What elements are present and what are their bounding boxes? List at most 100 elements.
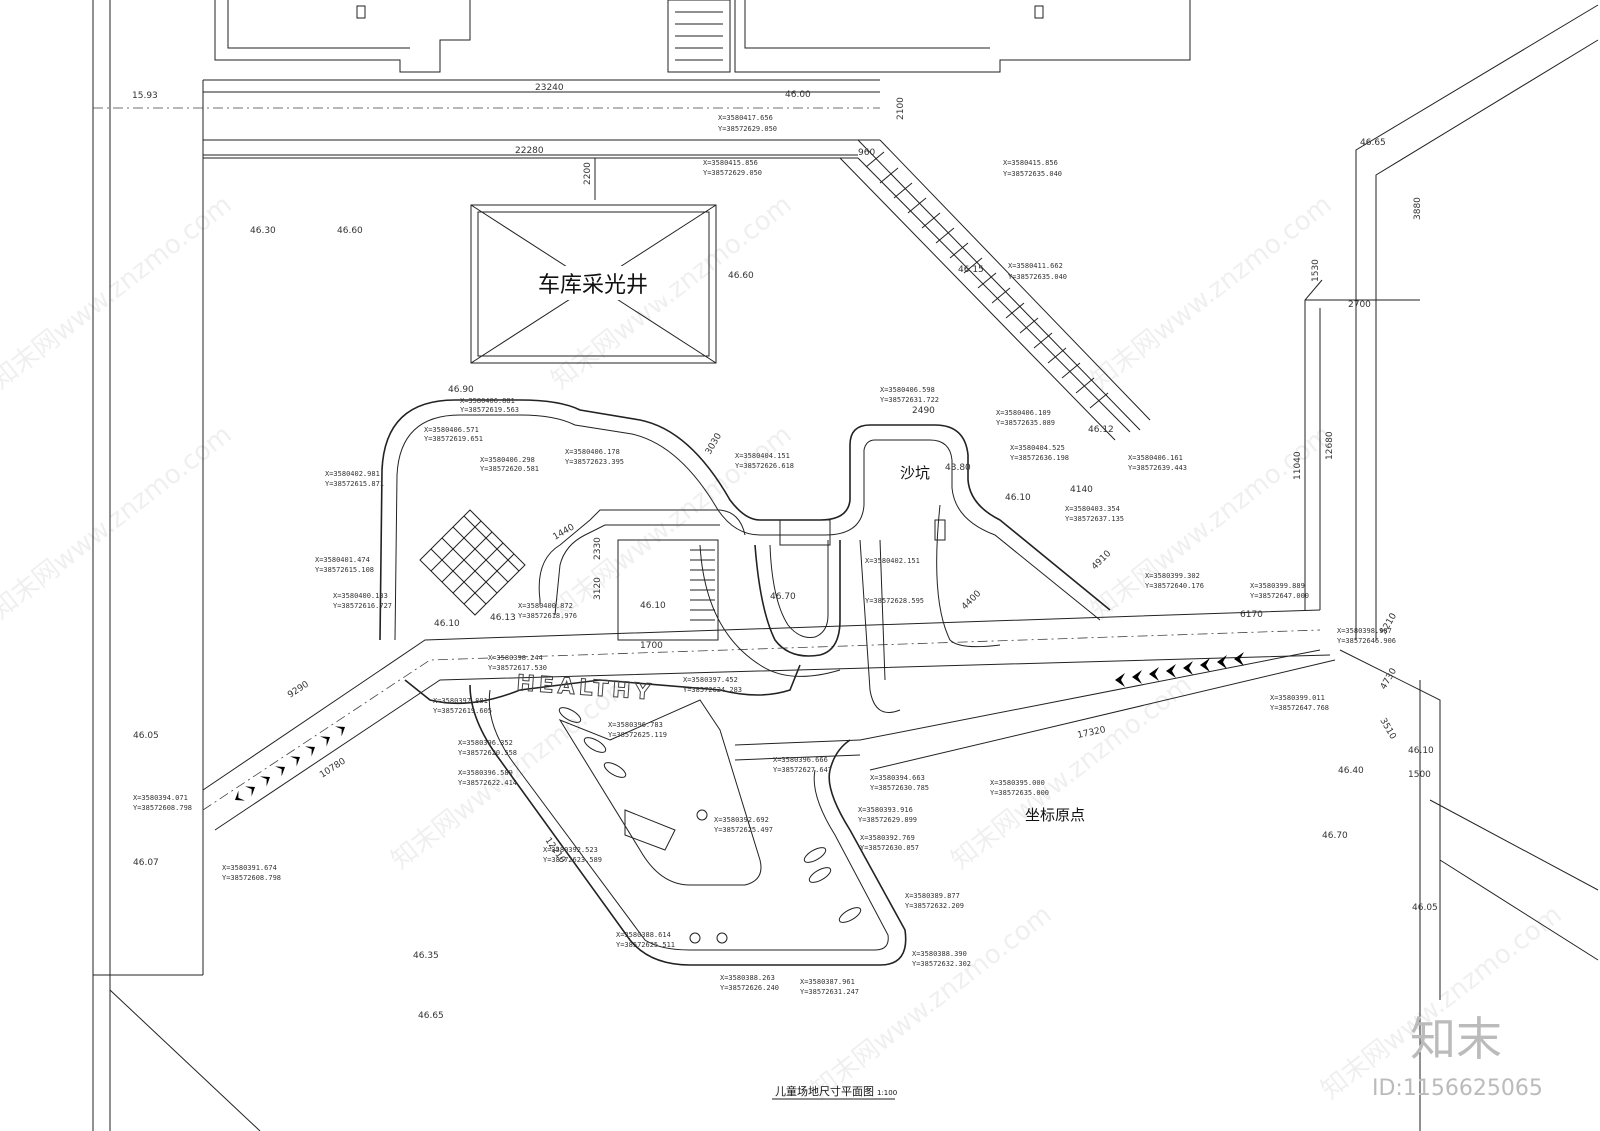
coord-5-y: Y=38572619.563 (460, 406, 519, 414)
coord-38-x: X=3580398.244 (488, 654, 543, 662)
elev-46-90: 46.90 (448, 385, 474, 395)
coord-43-x: X=3580402.151 (865, 557, 920, 565)
coord-25-x: X=3580396.352 (458, 739, 513, 747)
resource-id: ID:1156625065 (1372, 1076, 1543, 1101)
coord-30-y: Y=38572631.247 (800, 988, 859, 996)
coord-39-x: X=3580400.872 (518, 602, 573, 610)
coord-24-y: Y=38572608.798 (222, 874, 281, 882)
coord-3-y: Y=38572635.040 (1003, 170, 1062, 178)
dim-6170: 6170 (1240, 610, 1263, 620)
coord-31-y: Y=38572632.302 (912, 960, 971, 968)
coord-22-x: X=3580395.000 (990, 779, 1045, 787)
elev-46-05: 46.05 (133, 731, 159, 741)
dim-4140: 4140 (1070, 485, 1093, 495)
climbing-net (419, 509, 526, 616)
dim-1500: 1500 (1408, 770, 1431, 780)
drawing-title: 儿童场地尺寸平面图 (775, 1084, 874, 1098)
coord-4-y: Y=38572635.040 (1008, 273, 1067, 281)
coord-23-y: Y=38572608.798 (133, 804, 192, 812)
coord-14-y: Y=38572635.089 (996, 419, 1055, 427)
coord-21-y: Y=38572647.768 (1270, 704, 1329, 712)
dim-1530: 1530 (1311, 259, 1321, 282)
coord-12-y: Y=38572626.618 (735, 462, 794, 470)
coord-34-x: X=3580394.663 (870, 774, 925, 782)
coord-16-y: Y=38572636.198 (1010, 454, 1069, 462)
coord-34-y: Y=38572630.785 (870, 784, 929, 792)
elev-46-35: 46.35 (413, 951, 439, 961)
elev-46-13: 46.13 (490, 613, 516, 623)
dim-11040: 11040 (1293, 451, 1303, 480)
coord-27-x: X=3580392.523 (543, 846, 598, 854)
dim-3880: 3880 (1413, 197, 1423, 220)
coord-18-y: Y=38572640.176 (1145, 582, 1204, 590)
elev-46-07: 46.07 (133, 858, 159, 868)
coord-27-y: Y=38572623.589 (543, 856, 602, 864)
coord-13-y: Y=38572631.722 (880, 396, 939, 404)
top-dimensions: 23240 46.00 22280 2100 2200 15.93 X=3580… (132, 83, 906, 200)
coord-2-y: Y=38572629.050 (703, 169, 762, 177)
coord-6-y: Y=38572619.651 (424, 435, 483, 443)
direction-arrows-right (1115, 652, 1244, 687)
coord-28-x: X=3580388.614 (616, 931, 671, 939)
dim-4400: 4400 (960, 589, 983, 612)
coord-15-x: X=3580406.161 (1128, 454, 1183, 462)
coord-37-x: X=3580396.783 (608, 721, 663, 729)
coord-5-x: X=3580406.881 (460, 397, 515, 405)
coord-8-y: Y=38572615.871 (325, 480, 384, 488)
elev-46-60-a: 46.60 (337, 226, 363, 236)
coord-7-y: Y=38572620.581 (480, 465, 539, 473)
elev-43-80: 43.80 (945, 463, 971, 473)
elev-46-40: 46.40 (1338, 766, 1364, 776)
watermark-text: 知末网www.znzmo.com (0, 190, 238, 396)
dim-3030: 3030 (704, 431, 724, 456)
coord-29-y: Y=38572626.240 (720, 984, 779, 992)
coord-2-x: X=3580415.856 (703, 159, 758, 167)
coord-11-y: Y=38572623.395 (565, 458, 624, 466)
coord-22-y: Y=38572635.000 (990, 789, 1049, 797)
coord-31-x: X=3580388.390 (912, 950, 967, 958)
direction-arrows-left (235, 726, 345, 801)
coord-23-x: X=3580394.071 (133, 794, 188, 802)
dim-2200: 2200 (583, 162, 593, 185)
dim-4910: 4910 (1090, 549, 1113, 572)
elev-46-65: 46.65 (1360, 138, 1386, 148)
watermark-text: 知末网www.znzmo.com (946, 670, 1198, 876)
playground-outline (379, 399, 1111, 966)
coord-19-x: X=3580399.889 (1250, 582, 1305, 590)
elev-46-05-b: 46.05 (1412, 903, 1438, 913)
coord-9-y: Y=38572615.108 (315, 566, 374, 574)
garage-skylight: 车库采光井 (470, 204, 717, 364)
sandpit-label: 沙坑 (900, 464, 930, 482)
stair-block (617, 519, 831, 641)
dim-960: 960 (858, 148, 875, 158)
coord-35-y: Y=38572627.647 (773, 766, 832, 774)
coord-26-y: Y=38572622.414 (458, 779, 517, 787)
main-path: 17320 9290 10780 (202, 609, 1336, 831)
coord-10-y: Y=38572616.727 (333, 602, 392, 610)
drawing-title-block: 儿童场地尺寸平面图 1:100 (772, 1084, 897, 1100)
coord-6-x: X=3580406.571 (424, 426, 479, 434)
coord-36-x: X=3580397.452 (683, 676, 738, 684)
coord-33-y: Y=38572629.899 (858, 816, 917, 824)
coord-33-x: X=3580393.916 (858, 806, 913, 814)
coord-21-x: X=3580399.011 (1270, 694, 1325, 702)
skylight-label: 车库采光井 (538, 273, 648, 298)
dim-2700: 2700 (1348, 300, 1371, 310)
coord-32-x: X=3580389.877 (905, 892, 960, 900)
elev-46-70: 46.70 (770, 592, 796, 602)
watermark-text: 知末网www.znzmo.com (1086, 190, 1338, 396)
coord-8-x: X=3580402.981 (325, 470, 380, 478)
coord-38-y: Y=38572617.530 (488, 664, 547, 672)
drawing-scale: 1:100 (877, 1089, 897, 1097)
coord-43-y: Y=38572628.595 (865, 597, 924, 605)
elev-46-00: 46.00 (785, 90, 811, 100)
coord-26-x: X=3580396.589 (458, 769, 513, 777)
coord-37-y: Y=38572625.119 (608, 731, 667, 739)
play-features (558, 519, 946, 944)
stepping-stone-path: 960 X=3580415.856 Y=38572635.040 X=35804… (839, 139, 1151, 441)
east-boundary: 46.65 3880 1530 2700 11040 12680 5210 47… (1293, 4, 1599, 1131)
elev-46-15: 46.15 (958, 265, 984, 275)
elev-46-65-b: 46.65 (418, 1011, 444, 1021)
coord-1-x: X=3580417.656 (718, 114, 773, 122)
coord-18-x: X=3580399.302 (1145, 572, 1200, 580)
